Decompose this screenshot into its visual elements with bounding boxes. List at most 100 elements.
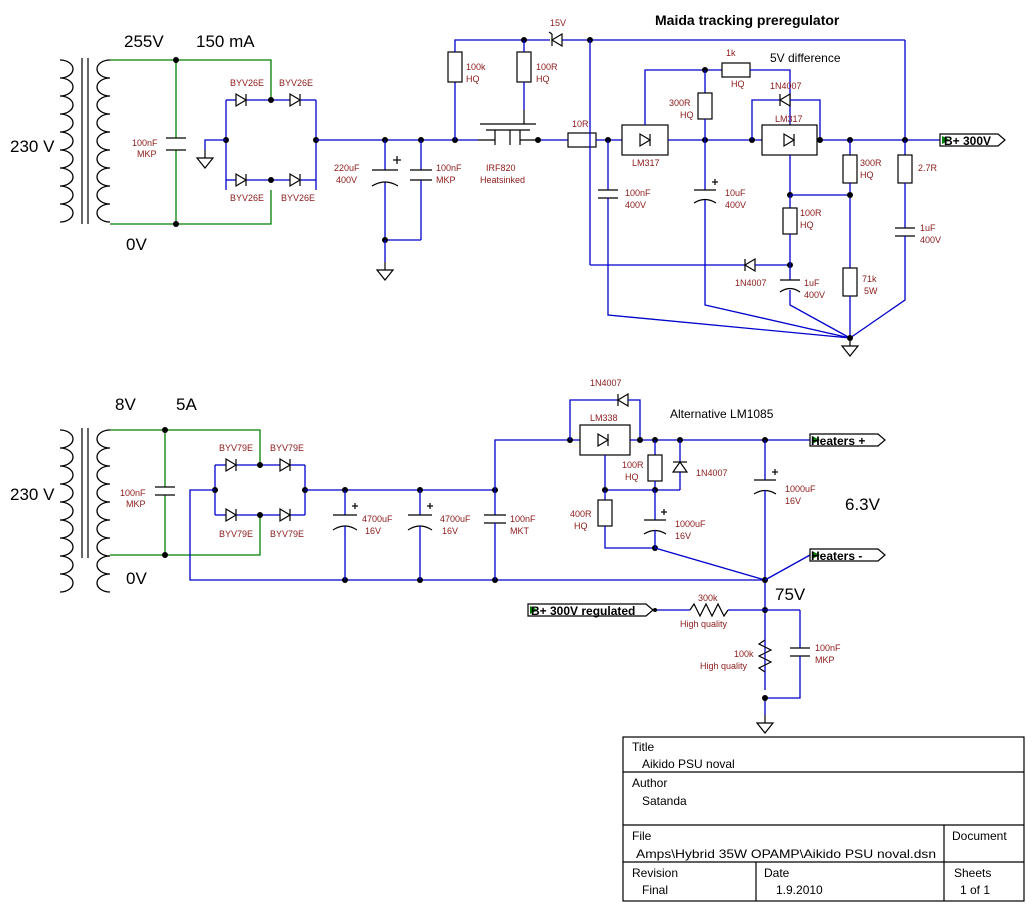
gate-resistor-grade: HQ [466, 74, 480, 84]
c-mkp-value: 100nF [815, 643, 841, 653]
mosfet-note: Heatsinked [480, 175, 525, 185]
c100n-mkt-type: MKT [510, 526, 530, 536]
r100r-value: 100R [536, 62, 558, 72]
diagram-title: Maida tracking preregulator [655, 12, 840, 28]
r1k-value: 1k [726, 48, 736, 58]
bottom-r100r-value: 100R [622, 460, 644, 470]
tb-date-label: Date [764, 866, 790, 880]
r300k-grade: High quality [680, 619, 728, 629]
bottom-secondary-current: 5A [176, 395, 197, 414]
top-bridge-ground-icon [196, 149, 214, 169]
r300r-a-grade: HQ [680, 110, 694, 120]
port-heaters-plus[interactable] [809, 433, 886, 447]
tb-title-label: Title [632, 740, 655, 754]
top-zero-label: 0V [126, 235, 147, 254]
r300r-b-grade: HQ [860, 170, 874, 180]
tb-title-value: Aikido PSU noval [642, 757, 735, 771]
mosfet-irf820 [478, 110, 538, 145]
tb-file-label: File [632, 829, 652, 843]
top-film-cap [410, 169, 432, 181]
title-block [622, 736, 1025, 902]
c1000-b-value: 1000uF [785, 484, 816, 494]
top-film-type: MKP [436, 175, 456, 185]
c4700-a-value: 4700uF [362, 514, 393, 524]
tb-sheets-label: Sheets [954, 866, 991, 880]
tb-file-value: Amps\Hybrid 35W OPAMP\Aikido PSU noval.d… [636, 847, 936, 861]
c1u-a-value: 1uF [920, 223, 936, 233]
zener-15v-icon [551, 33, 563, 47]
r100r-grade: HQ [536, 74, 550, 84]
bottom-primary-voltage: 230 V [10, 485, 55, 504]
port-b300v-regulated[interactable] [527, 603, 654, 617]
c10u-value: 10uF [725, 188, 746, 198]
top-primary-voltage: 230 V [10, 137, 55, 156]
r10r-label: 10R [572, 119, 589, 129]
r27-label: 2.7R [918, 163, 938, 173]
bottom-transformer [59, 428, 111, 593]
r1k-grade: HQ [731, 79, 745, 89]
c-mkp-type: MKP [815, 655, 835, 665]
difference-label: 5V difference [770, 51, 841, 65]
c1u-b-value: 1uF [804, 278, 820, 288]
r300k-value: 300k [698, 593, 718, 603]
b300v-regulated-label: B+ 300V regulated [531, 604, 635, 618]
lm317-1-label: LM317 [632, 158, 660, 168]
r400r-grade: HQ [574, 521, 588, 531]
bottom-secondary-voltage: 8V [115, 395, 136, 414]
top-trafo-capacitor [166, 137, 186, 151]
top-reservoir-ground-icon [376, 261, 394, 281]
bottom-diode-label-1: BYV79E [219, 443, 253, 453]
top-trafo-cap-value: 100nF [132, 138, 158, 148]
tb-date-value: 1.9.2010 [776, 883, 823, 897]
bottom-diode-label-4: BYV79E [270, 529, 304, 539]
top-diode-label-4: BYV26E [281, 193, 315, 203]
mosfet-part: IRF820 [486, 163, 516, 173]
b300v-label: B+ 300V [944, 134, 991, 148]
top-film-value: 100nF [436, 163, 462, 173]
top-output-ground-icon [841, 337, 859, 357]
c100n-400-value: 100nF [625, 188, 651, 198]
top-reservoir-cap [371, 156, 401, 187]
top-secondary-voltage: 255V [124, 32, 164, 51]
lm317-2-label: LM317 [775, 114, 803, 124]
port-b300v[interactable] [939, 133, 1006, 147]
heaters-minus-label: Heaters - [811, 549, 862, 563]
bottom-diode-1n4007-icon [617, 393, 629, 407]
r100k-grade: High quality [700, 661, 748, 671]
tb-revision-value: Final [642, 883, 668, 897]
r100r-hq-grade: HQ [800, 220, 814, 230]
gate-resistor-value: 100k [466, 62, 486, 72]
c100n-mkt-value: 100nF [510, 514, 536, 524]
bottom-r100r-grade: HQ [625, 472, 639, 482]
c4700-b-value: 4700uF [440, 514, 471, 524]
c100n-400-voltage: 400V [625, 200, 646, 210]
port-heaters-minus[interactable] [809, 548, 886, 562]
c1000-a-value: 1000uF [675, 519, 706, 529]
c1000-b-voltage: 16V [785, 496, 801, 506]
top-reservoir-value: 220uF [334, 163, 360, 173]
r100r-hq-value: 100R [800, 208, 822, 218]
top-diode-label-1: BYV26E [230, 78, 264, 88]
top-transformer [59, 58, 111, 224]
top-reservoir-voltage: 400V [336, 175, 357, 185]
c10u-voltage: 400V [725, 200, 746, 210]
r71k-power: 5W [864, 286, 878, 296]
diode-1n4007-top-icon [779, 93, 791, 107]
tb-document-label: Document [952, 829, 1007, 843]
tb-revision-label: Revision [632, 866, 678, 880]
d4007-top-label: 1N4007 [770, 81, 802, 91]
tb-sheets-value: 1 of 1 [960, 883, 990, 897]
r300r-a-value: 300R [669, 98, 691, 108]
bottom-zero-label: 0V [126, 569, 147, 588]
alternative-label: Alternative LM1085 [670, 407, 774, 421]
top-secondary-current: 150 mA [196, 32, 255, 51]
bottom-diode-label-3: BYV79E [219, 529, 253, 539]
bottom-divider-ground-icon [756, 714, 774, 734]
r71k-value: 71k [862, 274, 877, 284]
tb-author-label: Author [632, 776, 667, 790]
c4700-a-voltage: 16V [365, 526, 381, 536]
bottom-diode-label-2: BYV79E [270, 443, 304, 453]
r300r-b-value: 300R [860, 158, 882, 168]
